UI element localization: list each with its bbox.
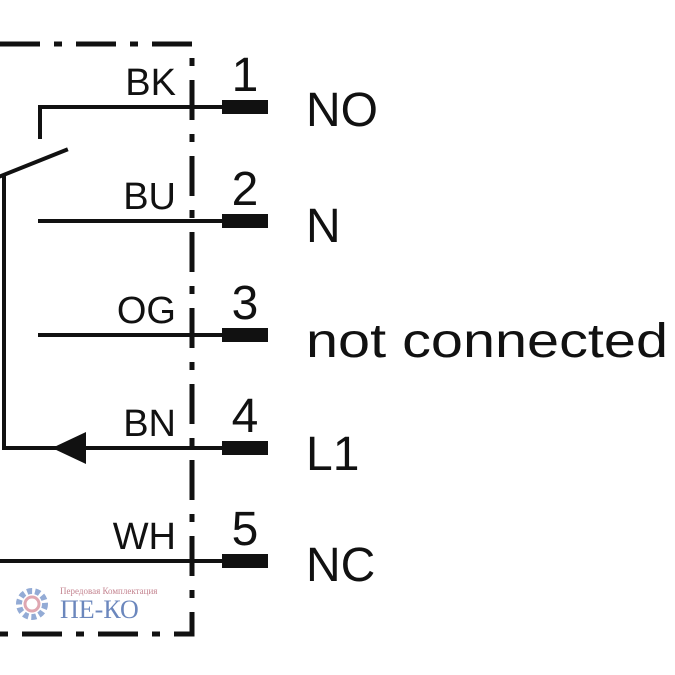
- wire-color-labels: BK BU OG BN WH: [113, 62, 176, 558]
- color-code-pin-1: BK: [125, 62, 176, 104]
- pin-number-4: 4: [232, 390, 259, 443]
- housing-boundary: [0, 41, 195, 637]
- terminal-pin-2: [222, 214, 268, 228]
- color-code-pin-3: OG: [117, 290, 176, 332]
- color-code-pin-5: WH: [113, 516, 176, 558]
- watermark-tagline: Передовая Комплектация: [60, 586, 157, 596]
- pin-number-5: 5: [232, 503, 259, 556]
- signal-labels: NO N not connected L1 NC: [306, 84, 668, 592]
- signal-pin-4: L1: [306, 428, 359, 481]
- pin-number-3: 3: [232, 277, 259, 330]
- color-code-pin-2: BU: [123, 176, 176, 218]
- wire-pin-4: [2, 174, 224, 450]
- terminal-pin-5: [222, 554, 268, 568]
- arrow-left-icon: [52, 432, 86, 464]
- gear-icon: [16, 588, 48, 620]
- signal-pin-3: not connected: [306, 315, 668, 368]
- signal-pin-5: NC: [306, 539, 375, 592]
- pin-number-2: 2: [232, 163, 259, 216]
- terminal-pin-4: [222, 441, 268, 455]
- watermark-name: ПЕ-КО: [60, 595, 139, 624]
- terminal-pin-3: [222, 328, 268, 342]
- signal-pin-1: NO: [306, 84, 378, 137]
- signal-pin-2: N: [306, 200, 341, 253]
- switch-contact: [0, 147, 69, 179]
- pin-numbers: 1 2 3 4 5: [232, 49, 259, 556]
- pin-number-1: 1: [232, 49, 259, 102]
- pin-terminals: [222, 100, 268, 568]
- color-code-pin-4: BN: [123, 403, 176, 445]
- wire-pin-1: [38, 105, 224, 139]
- internal-wiring: [0, 105, 224, 563]
- watermark-logo: Передовая Комплектация ПЕ-КО: [16, 586, 157, 624]
- terminal-pin-1: [222, 100, 268, 114]
